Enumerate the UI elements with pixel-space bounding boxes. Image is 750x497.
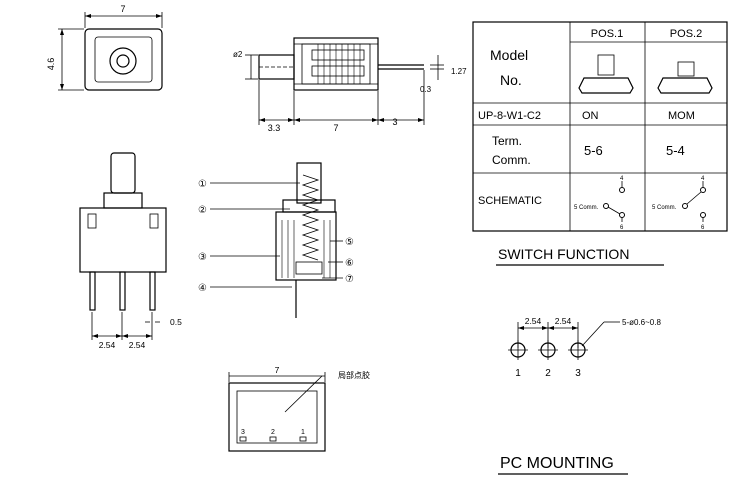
side-left-dim-label: 3.3 (268, 123, 281, 133)
pc-pin-3-label: 3 (575, 368, 581, 379)
table-schematic-label: SCHEMATIC (478, 195, 542, 207)
side-body (293, 37, 379, 91)
bottom-glue-note: 局部点胶 (338, 370, 370, 380)
bottom-view: 7 局部点胶 3 2 1 (228, 365, 370, 452)
svg-text:6: 6 (701, 225, 705, 231)
side-diameter-label: ø2 (233, 50, 243, 59)
switch-function-table: Model No. POS.1 POS.2 UP-8-W1-C2 ON MOM … (472, 21, 728, 232)
svg-text:6: 6 (620, 225, 624, 231)
bottom-pin-2: 2 (271, 429, 275, 436)
schematic-pos2: 5 Comm. 4 6 (652, 176, 706, 231)
front-pitch-1-label: 2.54 (99, 340, 116, 350)
front-pin-width-label: 0.5 (170, 317, 182, 327)
front-pin-1 (89, 271, 96, 311)
table-model-label-1: Model (490, 47, 528, 63)
callout-7: ⑦ (345, 274, 354, 285)
side-pin-thick-label: 0.3 (420, 85, 432, 94)
pos2-button-icon (657, 61, 713, 94)
table-pos1-state: ON (582, 110, 599, 122)
pc-mounting-title: PC MOUNTING (500, 455, 614, 472)
top-view-button-outer (109, 47, 137, 75)
section-spring (301, 174, 320, 261)
pc-pin-2-label: 2 (545, 368, 551, 379)
table-term-label-2: Comm. (492, 153, 531, 167)
schematic-pos1: 5 Comm. 4 6 (574, 176, 625, 231)
top-view-button-inner (116, 54, 130, 68)
pc-pitch-2-label: 2.54 (555, 316, 572, 326)
bottom-pin-3: 3 (241, 429, 245, 436)
side-internal-hatching (317, 44, 361, 84)
front-pin-2 (119, 271, 126, 311)
callout-5: ⑤ (345, 237, 354, 248)
table-term-label-1: Term. (492, 134, 522, 148)
section-view: ① ② ③ ④ ⑤ ⑥ ⑦ (198, 162, 354, 318)
table-pos1-header: POS.1 (591, 28, 623, 40)
front-pitch-2-label: 2.54 (129, 340, 146, 350)
section-body (275, 211, 337, 281)
bottom-width-label: 7 (275, 365, 280, 375)
bottom-pin-1: 1 (301, 429, 305, 436)
side-mid-dim-label: 7 (333, 123, 338, 133)
top-view: 7 4.6 (46, 4, 163, 91)
top-width-label: 7 (120, 4, 125, 14)
pos1-button-icon (578, 54, 634, 94)
switch-function-title: SWITCH FUNCTION (498, 246, 629, 262)
table-model-label-2: No. (500, 72, 522, 88)
front-body (79, 207, 167, 273)
pc-hole-note: 5-ø0.6~0.8 (622, 318, 661, 327)
svg-text:5 Comm.: 5 Comm. (652, 205, 677, 211)
table-pos2-term: 5-4 (666, 143, 685, 158)
pc-mounting: 2.54 2.54 5-ø0.6~0.8 1 2 3 (508, 316, 661, 379)
bottom-outline (228, 382, 326, 452)
side-plunger (258, 54, 295, 80)
callout-6: ⑥ (345, 258, 354, 269)
table-pos1-term: 5-6 (584, 143, 603, 158)
table-pos2-state: MOM (668, 110, 695, 122)
table-pos2-header: POS.2 (670, 28, 702, 40)
top-view-inner-outline (94, 36, 153, 83)
svg-text:4: 4 (620, 176, 624, 182)
svg-text:5 Comm.: 5 Comm. (574, 205, 599, 211)
callout-1: ① (198, 179, 207, 190)
svg-text:4: 4 (701, 176, 705, 182)
callout-4: ④ (198, 283, 207, 294)
side-right-dim-label: 3 (392, 117, 397, 127)
callout-2: ② (198, 205, 207, 216)
side-view: ø2 3.3 7 3 1.27 0.3 (233, 37, 467, 133)
side-pin-offset-label: 1.27 (451, 67, 467, 76)
top-view-outline (84, 28, 163, 91)
top-height-label: 4.6 (46, 58, 56, 71)
pc-pin-1-label: 1 (515, 368, 521, 379)
table-model-number: UP-8-W1-C2 (478, 110, 541, 122)
pc-pitch-1-label: 2.54 (525, 316, 542, 326)
callout-3: ③ (198, 252, 207, 263)
front-plunger (110, 152, 136, 194)
front-view: 2.54 2.54 0.5 (79, 152, 182, 350)
table-outline (472, 21, 728, 232)
front-pin-3 (149, 271, 156, 311)
